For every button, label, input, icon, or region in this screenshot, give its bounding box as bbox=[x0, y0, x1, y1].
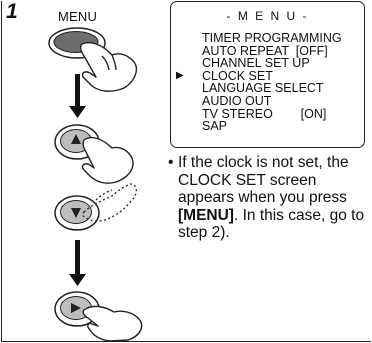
note-text-after: . In this case, go to step 2). bbox=[178, 206, 365, 242]
menu-item-list: TIMER PROGRAMMING AUTO REPEAT [OFF] CHAN… bbox=[176, 31, 342, 134]
menu-item-channel-set-up[interactable]: CHANNEL SET UP bbox=[202, 56, 310, 71]
down-arrow-icon bbox=[69, 74, 86, 118]
menu-button-label: MENU bbox=[58, 9, 98, 24]
note-text-before: If the clock is not set, the CLOCK SET s… bbox=[178, 154, 349, 206]
menu-item-clock-set[interactable]: CLOCK SET bbox=[176, 70, 342, 83]
menu-item-auto-repeat[interactable]: AUTO REPEAT [OFF] bbox=[202, 43, 328, 58]
instruction-note: • If the clock is not set, the CLOCK SET… bbox=[168, 154, 368, 242]
menu-item-language-select[interactable]: LANGUAGE SELECT bbox=[202, 81, 324, 96]
menu-item-timer-programming[interactable]: TIMER PROGRAMMING bbox=[202, 31, 342, 45]
note-text: If the clock is not set, the CLOCK SET s… bbox=[178, 154, 368, 242]
hand-icon bbox=[82, 305, 143, 342]
menu-screen: - M E N U - TIMER PROGRAMMING AUTO REPEA… bbox=[170, 1, 365, 148]
menu-item-tv-stereo[interactable]: TV STEREO [ON] bbox=[202, 106, 327, 121]
hand-icon bbox=[82, 183, 137, 222]
menu-item-audio-out[interactable]: AUDIO OUT bbox=[202, 93, 272, 108]
step-number: 1 bbox=[6, 0, 18, 23]
down-button-icon[interactable] bbox=[54, 195, 100, 231]
down-arrow-icon bbox=[69, 240, 86, 286]
menu-item-sap[interactable]: SAP bbox=[202, 119, 228, 134]
hand-icon bbox=[79, 42, 138, 92]
hand-icon bbox=[81, 136, 134, 184]
bullet-icon: • bbox=[168, 154, 174, 171]
menu-screen-title: - M E N U - bbox=[226, 9, 309, 23]
note-menu-key: [MENU] bbox=[178, 206, 234, 224]
